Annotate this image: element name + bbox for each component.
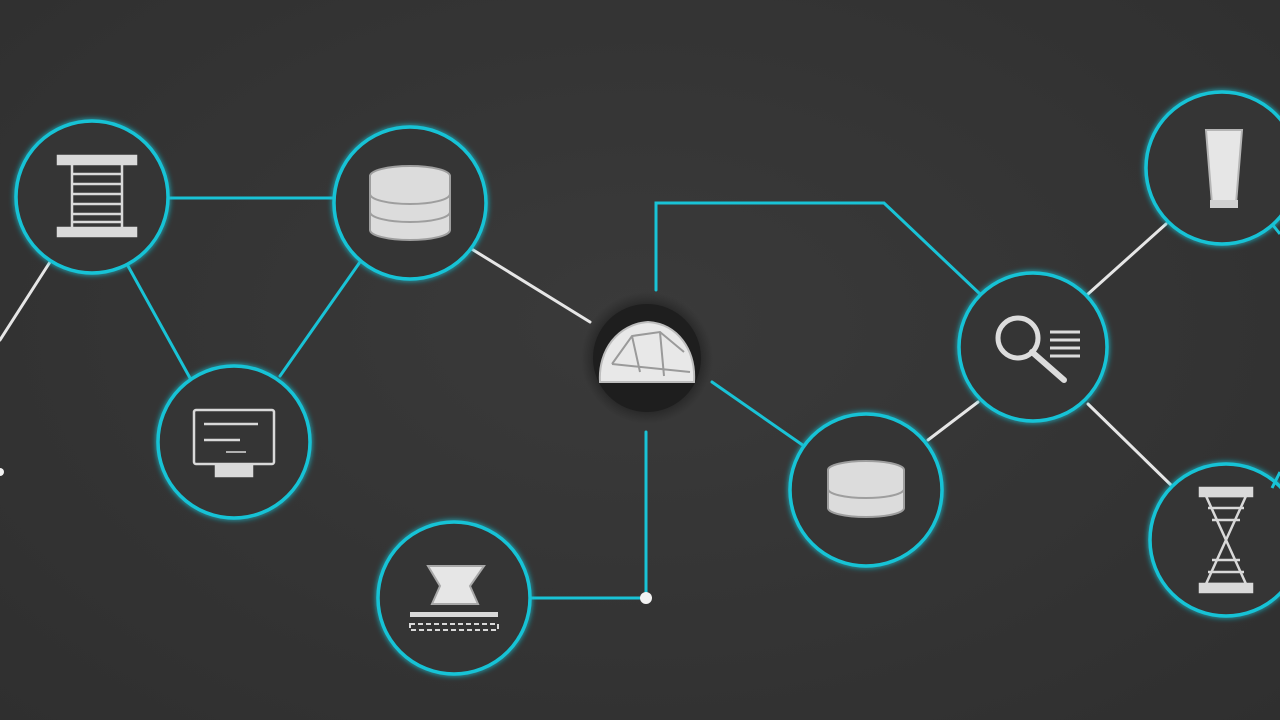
link-hub-search <box>654 201 982 296</box>
links <box>0 196 1176 600</box>
link-hub-database-bottom <box>710 380 806 448</box>
node-ring-hourglass[interactable] <box>1148 462 1280 618</box>
link-server-monitor <box>126 264 192 380</box>
node-ring-monitor[interactable] <box>156 364 312 520</box>
offscreen-arc-bottom <box>1270 471 1280 489</box>
server-rack-icon <box>56 154 138 238</box>
offscreen-arc-top <box>1270 223 1280 235</box>
link-database-search <box>926 400 980 442</box>
monitor-icon <box>192 408 276 478</box>
hub-node[interactable] <box>581 292 713 424</box>
database-icon <box>827 460 905 518</box>
node-ring-search[interactable] <box>957 271 1109 423</box>
link-search-cylinder <box>1086 222 1168 296</box>
cloud-hub-icon <box>598 320 696 383</box>
search-document-icon <box>995 315 1080 383</box>
cylinder-icon <box>1204 129 1244 208</box>
node-ring-server[interactable] <box>14 119 170 275</box>
link-search-hourglass <box>1086 402 1176 490</box>
link-database-monitor <box>278 260 362 378</box>
junction-dot <box>640 592 652 604</box>
hourglass-icon <box>1198 486 1254 594</box>
link-offscreen-left <box>0 260 52 342</box>
anvil-icon <box>409 565 499 631</box>
database-icon <box>369 165 451 241</box>
link-database-hub <box>468 246 592 324</box>
link-hub-workstation <box>528 430 648 600</box>
junction-dot-left <box>0 468 4 476</box>
